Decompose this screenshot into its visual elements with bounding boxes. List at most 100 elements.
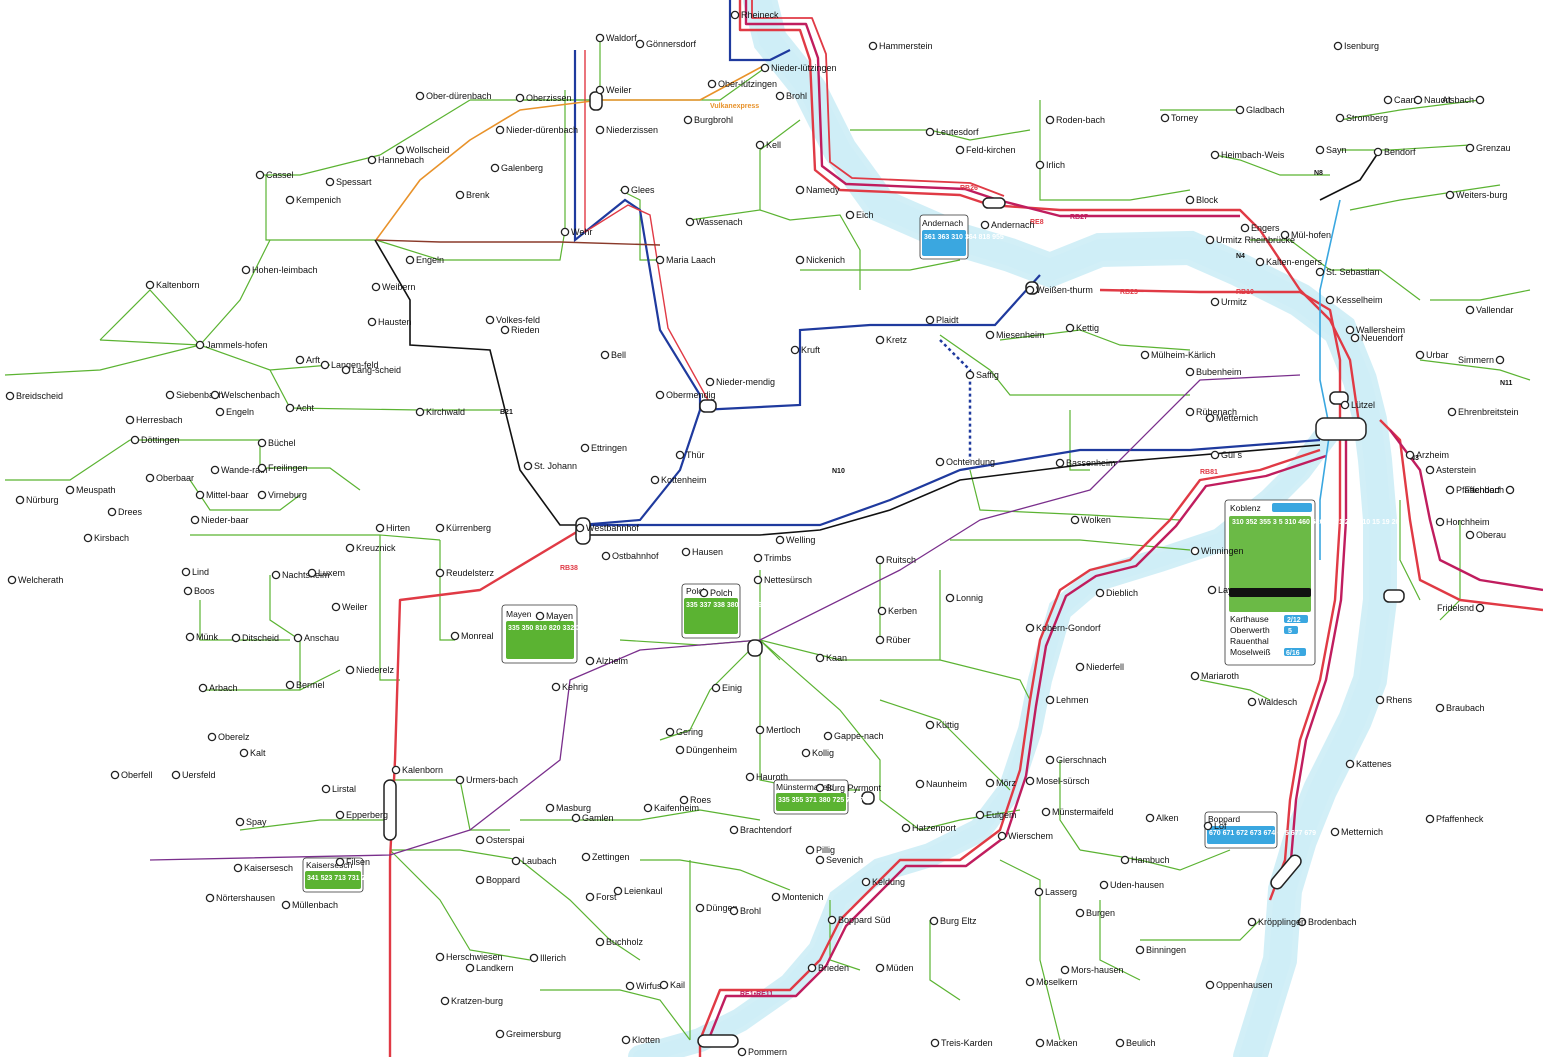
- stop-icon[interactable]: [83, 533, 93, 543]
- stop-icon[interactable]: [145, 473, 155, 483]
- station[interactable]: Müden: [875, 963, 914, 973]
- stop-icon[interactable]: [595, 937, 605, 947]
- station[interactable]: Rüber: [875, 635, 911, 645]
- stop-icon[interactable]: [307, 568, 317, 578]
- station[interactable]: Cassel: [255, 170, 294, 180]
- station[interactable]: Illerich: [529, 953, 566, 963]
- bus-route[interactable]: [879, 799, 1021, 831]
- stop-icon[interactable]: [285, 195, 295, 205]
- stop-icon[interactable]: [1495, 355, 1505, 365]
- station[interactable]: Reudelsterz: [435, 568, 495, 578]
- stop-icon[interactable]: [1205, 235, 1215, 245]
- rail-line-re-east[interactable]: [1389, 429, 1543, 592]
- stop-icon[interactable]: [545, 803, 555, 813]
- stop-icon[interactable]: [1235, 105, 1245, 115]
- station[interactable]: Gladbach: [1235, 105, 1285, 115]
- stop-icon[interactable]: [815, 783, 825, 793]
- bus-route[interactable]: [759, 209, 861, 290]
- station[interactable]: Heimbach-Weis: [1210, 150, 1285, 160]
- station[interactable]: Kaan: [815, 653, 847, 663]
- stop-icon[interactable]: [257, 463, 267, 473]
- station[interactable]: Freilingen: [257, 463, 308, 473]
- stop-icon[interactable]: [827, 915, 837, 925]
- stop-icon[interactable]: [1025, 776, 1035, 786]
- stop-icon[interactable]: [205, 893, 215, 903]
- stop-icon[interactable]: [665, 727, 675, 737]
- station[interactable]: Hambuch: [1120, 855, 1170, 865]
- stop-icon[interactable]: [1140, 350, 1150, 360]
- stop-icon[interactable]: [130, 435, 140, 445]
- stop-icon[interactable]: [980, 220, 990, 230]
- station[interactable]: Boppard: [475, 875, 520, 885]
- bus-route[interactable]: [1199, 679, 1271, 701]
- station[interactable]: Feld-kirchen: [955, 145, 1016, 155]
- night-bus-route[interactable]: [374, 239, 580, 526]
- station[interactable]: Namedy: [795, 185, 840, 195]
- station[interactable]: Vallendar: [1465, 305, 1513, 315]
- station[interactable]: Burgen: [1075, 908, 1115, 918]
- station[interactable]: Engeln: [405, 255, 444, 265]
- stop-icon[interactable]: [1345, 325, 1355, 335]
- stop-icon[interactable]: [195, 490, 205, 500]
- stop-icon[interactable]: [801, 748, 811, 758]
- bus-route[interactable]: [540, 989, 691, 1041]
- station[interactable]: Anschau: [293, 633, 339, 643]
- stop-icon[interactable]: [325, 177, 335, 187]
- station[interactable]: Virneburg: [257, 490, 307, 500]
- hub-boppard[interactable]: [1269, 853, 1304, 891]
- station[interactable]: Nörtershausen: [205, 893, 275, 903]
- stop-icon[interactable]: [620, 185, 630, 195]
- bus-route[interactable]: [1069, 410, 1090, 471]
- bus-route[interactable]: [99, 339, 331, 371]
- stop-icon[interactable]: [753, 575, 763, 585]
- stop-icon[interactable]: [621, 1035, 631, 1045]
- stop-icon[interactable]: [729, 906, 739, 916]
- rail-line-rb10-east[interactable]: [1379, 419, 1543, 612]
- stop-icon[interactable]: [440, 996, 450, 1006]
- stop-icon[interactable]: [1095, 588, 1105, 598]
- stop-icon[interactable]: [1315, 145, 1325, 155]
- station[interactable]: Kail: [659, 980, 685, 990]
- stop-icon[interactable]: [861, 877, 871, 887]
- andernach-panel[interactable]: Andernach 361 363 310 364 818 955: [919, 214, 1004, 260]
- station[interactable]: Beulich: [1115, 1038, 1156, 1048]
- stop-icon[interactable]: [1190, 671, 1200, 681]
- bus-route[interactable]: [850, 129, 1031, 141]
- stop-icon[interactable]: [975, 810, 985, 820]
- station[interactable]: Landkern: [465, 963, 514, 973]
- station[interactable]: Lang-scheid: [341, 365, 401, 375]
- stop-icon[interactable]: [1115, 1038, 1125, 1048]
- station[interactable]: Leutesdorf: [925, 127, 979, 137]
- bus-route[interactable]: [1099, 900, 1141, 981]
- station[interactable]: Brieden: [807, 963, 849, 973]
- station[interactable]: Brodenbach: [1297, 917, 1357, 927]
- stop-icon[interactable]: [255, 170, 265, 180]
- station[interactable]: Oppenhausen: [1205, 980, 1273, 990]
- rail-line-rb23[interactable]: [1099, 288, 1342, 430]
- station[interactable]: Uersfeld: [171, 770, 216, 780]
- stop-icon[interactable]: [367, 317, 377, 327]
- stop-icon[interactable]: [823, 731, 833, 741]
- sinfo-line[interactable]: [1319, 199, 1341, 560]
- stop-icon[interactable]: [335, 857, 345, 867]
- station[interactable]: Thür: [675, 450, 705, 460]
- station[interactable]: Winningen: [1190, 546, 1244, 556]
- station[interactable]: Nettesürsch: [753, 575, 812, 585]
- stop-icon[interactable]: [795, 185, 805, 195]
- stop-icon[interactable]: [915, 779, 925, 789]
- station[interactable]: Wolken: [1070, 515, 1111, 525]
- station[interactable]: Urmers-bach: [455, 775, 518, 785]
- stop-icon[interactable]: [391, 765, 401, 775]
- station[interactable]: Düngenheim: [675, 745, 737, 755]
- stop-icon[interactable]: [659, 980, 669, 990]
- stop-icon[interactable]: [1415, 350, 1425, 360]
- station[interactable]: Wehr: [560, 227, 592, 237]
- stop-icon[interactable]: [683, 115, 693, 125]
- bus-route[interactable]: [969, 469, 1181, 521]
- station[interactable]: Polch: [699, 588, 733, 598]
- bus-route[interactable]: [1399, 500, 1421, 601]
- stop-icon[interactable]: [435, 952, 445, 962]
- station[interactable]: Luxem: [307, 568, 345, 578]
- station[interactable]: Brohl: [729, 906, 761, 916]
- station[interactable]: Maria Laach: [655, 255, 716, 265]
